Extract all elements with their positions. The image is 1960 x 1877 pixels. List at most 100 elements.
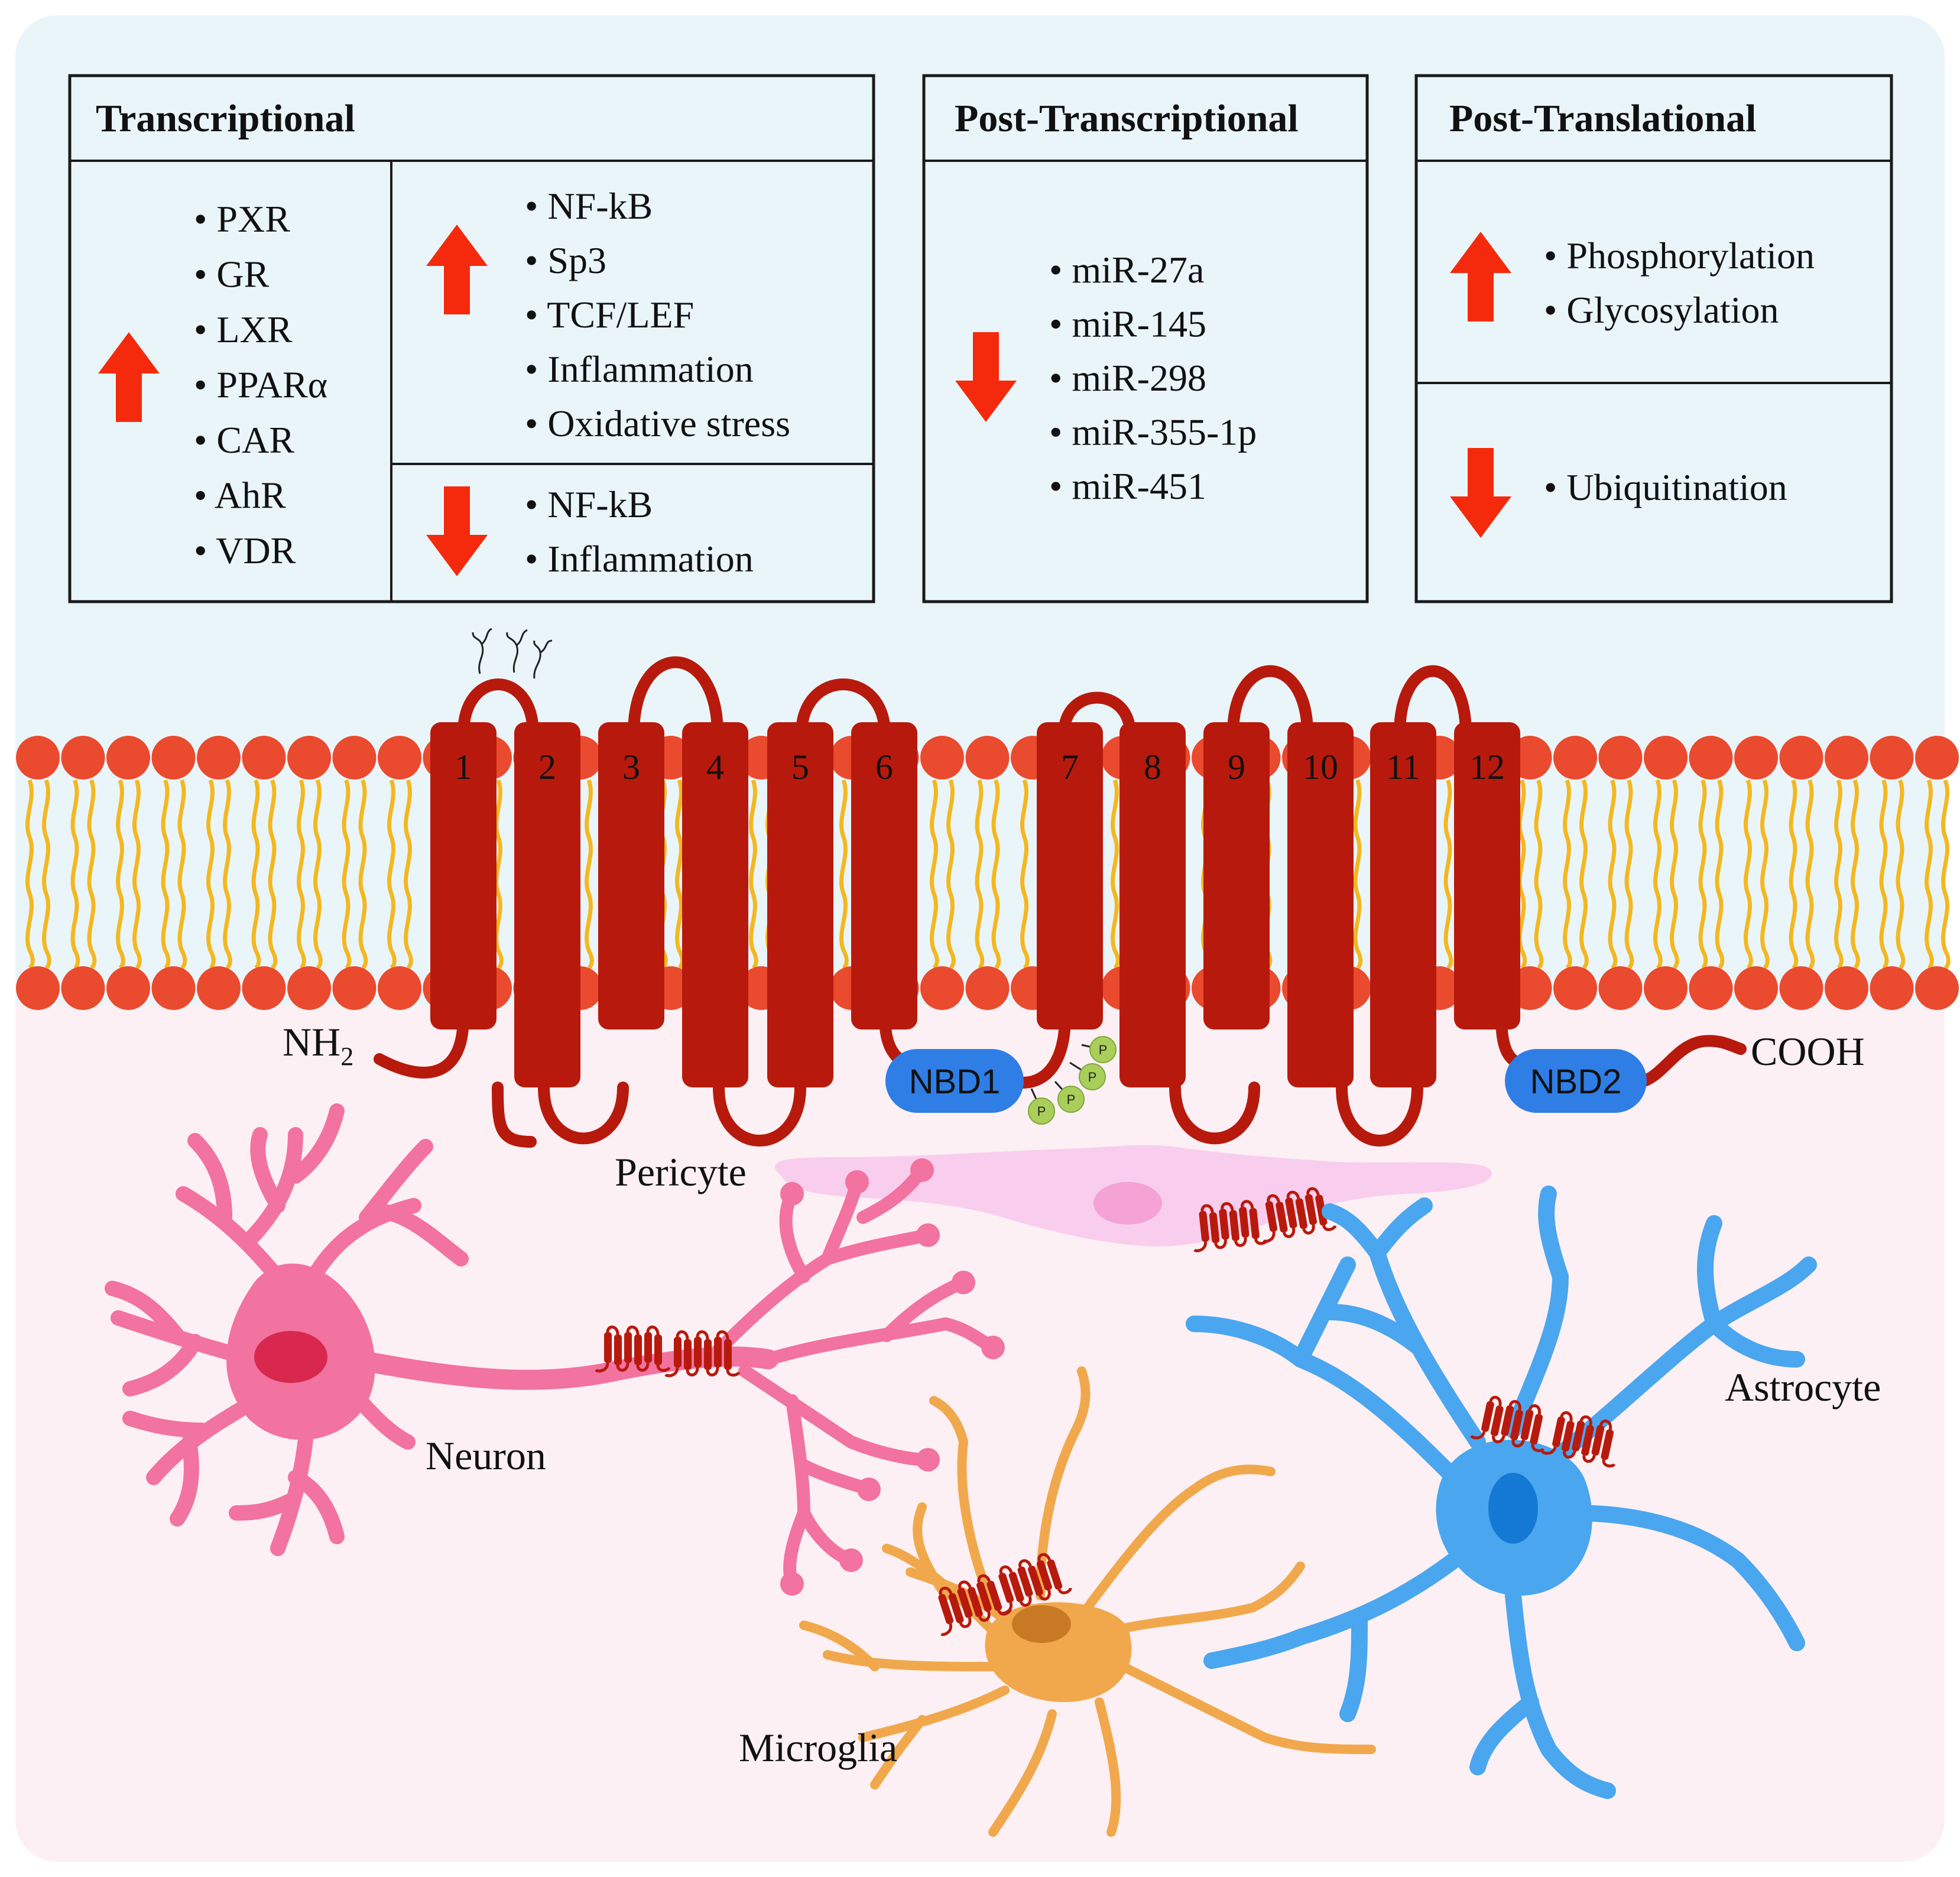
- axon-terminal-bouton: [857, 1477, 881, 1501]
- phosphate-label: P: [1037, 1104, 1046, 1119]
- post-transcriptional-title: Post-Transcriptional: [955, 97, 1299, 140]
- neuron-nucleus: [254, 1331, 327, 1383]
- nbd1-domain: [885, 1049, 1024, 1113]
- down-arrow-icon: [426, 486, 488, 576]
- nbd1-label: NBD1: [909, 1063, 1001, 1101]
- mirna-item: • miR-145: [1049, 303, 1206, 345]
- axon-terminal-bouton: [916, 1448, 940, 1472]
- transcriptional-down-list: • NF-kB • Inflammation: [525, 483, 754, 580]
- astrocyte-label: Astrocyte: [1725, 1365, 1881, 1410]
- post-translational-up-item: • Phosphorylation: [1544, 235, 1815, 277]
- post-translational-down-item: • Ubiquitination: [1544, 466, 1787, 508]
- helix-7: [1037, 722, 1103, 1030]
- transcriptional-up-list-1: • PXR• GR• LXR• PPARα• CAR• AhR• VDR: [194, 198, 327, 571]
- helix-9: [1203, 722, 1270, 1030]
- transcriptional-down-item: • NF-kB: [525, 483, 653, 525]
- axon-terminal-bouton: [952, 1271, 975, 1294]
- microglia-label: Microglia: [739, 1725, 897, 1770]
- neuron-label: Neuron: [426, 1433, 546, 1478]
- intracellular-background: [15, 1005, 1945, 1862]
- post-translational-up-item: • Glycosylation: [1544, 289, 1779, 331]
- helix-number: 10: [1303, 748, 1338, 787]
- astrocyte-processes: [1186, 1186, 1817, 1799]
- axon-terminal-bouton: [845, 1170, 869, 1194]
- phosphate-group: [1089, 1036, 1117, 1063]
- n-terminus-label: NH2: [283, 1019, 353, 1071]
- phosphate-label: P: [1067, 1092, 1076, 1107]
- astrocyte-nucleus: [1488, 1473, 1538, 1544]
- up-arrow-icon: [98, 332, 160, 422]
- helix-number: 12: [1469, 748, 1505, 787]
- axon-terminal-bouton: [910, 1158, 934, 1182]
- mirna-item: • miR-298: [1049, 357, 1206, 399]
- nbd2-domain: [1505, 1049, 1647, 1113]
- post-translational-title: Post-Translational: [1449, 97, 1756, 140]
- helix-number: 6: [875, 748, 893, 787]
- axon-terminal-bouton: [916, 1223, 940, 1247]
- transcriptional-title: Transcriptional: [96, 97, 355, 140]
- transcriptional-up-item: • Oxidative stress: [525, 402, 790, 444]
- helix-number: 3: [622, 748, 640, 787]
- down-arrow-icon: [1450, 448, 1511, 538]
- axon-terminal-bouton: [839, 1548, 863, 1572]
- transcriptional-up-item: • VDR: [194, 530, 296, 571]
- axon-terminal-bouton: [981, 1336, 1005, 1359]
- transcriptional-up-list-2: • NF-kB• Sp3• TCF/LEF• Inflammation• Oxi…: [525, 185, 790, 444]
- transcriptional-up-item: • Inflammation: [525, 348, 754, 390]
- neuron-cell: [105, 1103, 1005, 1596]
- transcriptional-up-item: • LXR: [194, 308, 293, 350]
- pericyte-nucleus: [1093, 1182, 1162, 1225]
- microglia-nucleus: [1012, 1605, 1071, 1643]
- helix-number: 11: [1386, 748, 1420, 787]
- phosphate-label: P: [1088, 1070, 1097, 1084]
- up-arrow-icon: [1450, 232, 1511, 322]
- helix-1: [430, 722, 497, 1030]
- transcriptional-up-item: • Sp3: [525, 239, 606, 281]
- post-translational-down-list: • Ubiquitination: [1544, 466, 1787, 508]
- glycosylation-chains: [472, 628, 553, 679]
- helix-number: 7: [1061, 748, 1079, 787]
- transcriptional-up-item: • AhR: [194, 475, 286, 517]
- mirna-item: • miR-27a: [1049, 249, 1204, 291]
- helix-6: [851, 722, 917, 1030]
- helix-2: [514, 722, 580, 1087]
- mirna-item: • miR-451: [1049, 465, 1206, 507]
- helix-5: [767, 722, 833, 1087]
- phosphate-group: [1028, 1097, 1055, 1125]
- helix-number: 2: [538, 748, 556, 787]
- axon-terminal-bouton: [780, 1182, 804, 1206]
- helix-number: 5: [791, 748, 809, 787]
- up-arrow-icon: [426, 225, 488, 314]
- helix-8: [1119, 722, 1186, 1087]
- transcriptional-up-item: • GR: [194, 254, 270, 295]
- phosphate-group: [1057, 1086, 1085, 1113]
- transcriptional-up-item: • PPARα: [194, 364, 327, 406]
- transcriptional-box: Transcriptional • PXR• GR• LXR• PPARα• C…: [68, 74, 875, 603]
- pericyte-label: Pericyte: [615, 1149, 747, 1194]
- helix-number: 8: [1144, 748, 1161, 787]
- phosphate-label: P: [1099, 1043, 1108, 1057]
- c-terminus-label: COOH: [1751, 1029, 1865, 1074]
- helix-10: [1287, 722, 1354, 1087]
- helix-4: [682, 722, 748, 1087]
- post-transcriptional-box: Post-Transcriptional • miR-27a • miR-145 •…: [922, 74, 1369, 603]
- helix-12: [1454, 722, 1520, 1030]
- helix-number: 4: [706, 748, 724, 787]
- axon-terminal-bouton: [780, 1572, 804, 1596]
- helix-number: 1: [455, 748, 472, 787]
- down-arrow-icon: [955, 332, 1017, 422]
- helix-3: [598, 722, 664, 1030]
- phosphate-group: [1079, 1063, 1106, 1090]
- astrocyte-cell: [1186, 1186, 1817, 1799]
- transcriptional-up-item: • PXR: [194, 198, 290, 240]
- transcriptional-up-item: • NF-kB: [525, 185, 653, 227]
- post-transcriptional-down-list: • miR-27a• miR-145• miR-298• miR-355-1p•…: [1049, 249, 1257, 507]
- nbd2-label: NBD2: [1530, 1063, 1622, 1101]
- transcriptional-down-item: • Inflammation: [525, 538, 754, 580]
- transporter-loops: [374, 656, 1747, 1148]
